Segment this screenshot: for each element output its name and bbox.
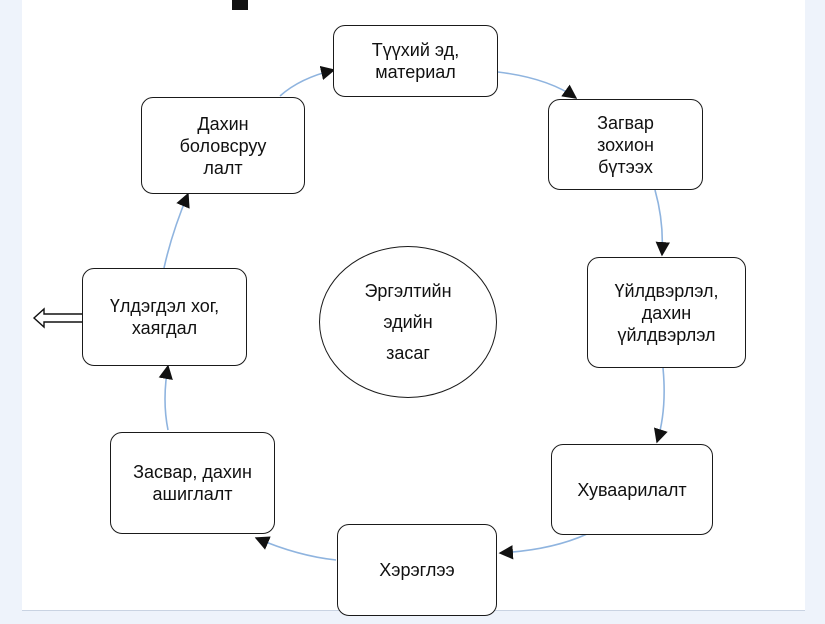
node-line: Түүхий эд, — [371, 40, 460, 60]
node-line: боловсруу — [179, 135, 267, 156]
center-line: засаг — [386, 342, 430, 363]
top-edge-mark — [232, 0, 248, 10]
node-line: Хэрэглээ — [379, 560, 455, 580]
node-repair-reuse: Засвар, дахин ашиглалт — [110, 432, 275, 534]
arrow-distribution-to-consumption — [498, 533, 588, 560]
arrow-consumption-to-repair — [254, 536, 337, 561]
center-line: эдийн — [383, 311, 433, 332]
center-ellipse: Эргэлтийн эдийн засаг — [319, 246, 497, 398]
node-line: материал — [375, 62, 456, 82]
node-line: Дахин — [197, 113, 249, 134]
node-recycling: Дахин боловсруу лалт — [141, 97, 305, 194]
node-line: хаягдал — [131, 318, 198, 338]
node-line: үйлдвэрлэл — [617, 324, 716, 345]
exit-arrow — [32, 307, 82, 329]
node-line: Хуваарилалт — [577, 479, 687, 500]
node-line: дахин — [641, 302, 692, 323]
node-line: Загвар — [597, 112, 654, 133]
node-line: зохион — [597, 134, 654, 155]
node-distribution: Хуваарилалт — [551, 444, 713, 535]
node-line: бүтээх — [598, 156, 653, 177]
node-raw-material: Түүхий эд, материал — [333, 25, 498, 97]
arrow-production-to-distribution — [653, 367, 668, 444]
node-residual-waste: Үлдэгдэл хог, хаягдал — [82, 268, 247, 366]
node-line: ашиглалт — [152, 484, 233, 504]
node-design: Загвар зохион бүтээх — [548, 99, 703, 190]
node-production: Үйлдвэрлэл, дахин үйлдвэрлэл — [587, 257, 746, 368]
arrow-raw-to-design — [497, 71, 578, 99]
node-line: Үйлдвэрлэл, — [614, 280, 719, 301]
arrow-waste-to-recycling — [163, 192, 190, 269]
node-line: лалт — [203, 157, 243, 178]
center-line: Эргэлтийн — [364, 280, 452, 301]
arrow-design-to-production — [654, 189, 670, 257]
node-consumption: Хэрэглээ — [337, 524, 497, 616]
node-line: Үлдэгдэл хог, — [109, 296, 220, 316]
node-line: Засвар, дахин — [133, 462, 252, 482]
arrow-recycling-to-raw — [279, 65, 336, 97]
arrow-repair-to-waste — [158, 364, 173, 431]
